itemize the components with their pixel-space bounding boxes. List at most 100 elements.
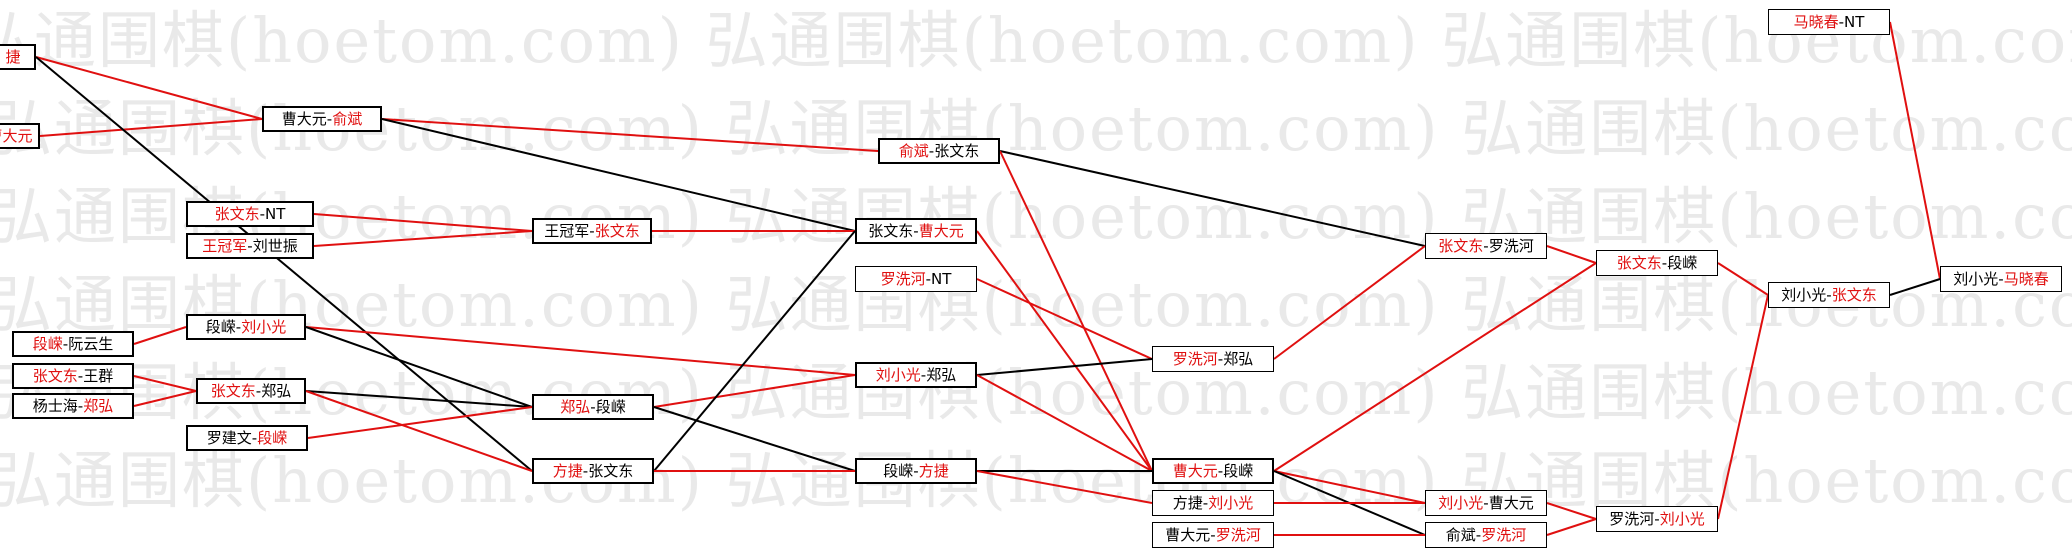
separator: - (1202, 494, 1209, 512)
player-a: 俞斌 (1445, 526, 1476, 544)
player-b: 张文东 (594, 222, 640, 240)
player-b: NT (931, 270, 952, 288)
player-b: 段嵘 (257, 429, 288, 447)
player-a: 刘小光 (1438, 494, 1484, 512)
player-b: 郑弘 (926, 366, 957, 384)
match-node: 罗洗河-刘小光 (1596, 506, 1718, 532)
bracket-link (999, 150, 1426, 247)
player-b: 刘小光 (1659, 510, 1705, 528)
player-a: 曹大元 (281, 110, 327, 128)
player-a: 张文东 (214, 205, 260, 223)
player-a: 张文东 (1438, 237, 1484, 255)
bracket-link (976, 358, 1153, 376)
match-node: 张文东-王群 (12, 363, 134, 389)
separator: - (1210, 526, 1216, 544)
player-b: 阮云生 (68, 335, 114, 353)
player-a: 王冠军 (544, 222, 590, 240)
player-a: 段嵘 (205, 318, 236, 336)
match-node: 段嵘-刘小光 (186, 314, 306, 340)
player-a: 张文东 (32, 367, 78, 385)
match-node: 俞斌-张文东 (878, 138, 1000, 164)
player-a: 张文东 (1616, 254, 1662, 272)
player-a: 罗建文 (206, 429, 252, 447)
player-b: 郑弘 (1223, 350, 1254, 368)
bracket-link (1717, 294, 1769, 520)
bracket-link (305, 326, 856, 376)
player-a: 张文东 (868, 222, 914, 240)
bracket-link (653, 406, 856, 472)
match-node: 王冠军-刘世振 (186, 233, 314, 259)
player-b: 罗洗河 (1481, 526, 1527, 544)
match-node: 张文东-罗洗河 (1425, 233, 1547, 259)
bracket-link (976, 374, 1153, 472)
player-b: NT (265, 205, 286, 223)
bracket-link (1546, 502, 1597, 520)
player-b: 张文东 (934, 142, 980, 160)
match-node: 曹大元-罗洗河 (1152, 522, 1274, 548)
separator: - (1838, 13, 1845, 31)
bracket-link (39, 118, 263, 137)
separator: - (326, 110, 333, 128)
player-a: 刘小光 (875, 366, 921, 384)
separator: - (928, 142, 935, 160)
bracket-link (1889, 21, 1941, 280)
separator: - (255, 382, 262, 400)
player-b: 刘小光 (241, 318, 287, 336)
player-b: 罗洗河 (1215, 526, 1261, 544)
match-node: 刘小光-郑弘 (855, 362, 977, 388)
player-a: 罗洗河 (1609, 510, 1655, 528)
bracket-link (999, 150, 1153, 472)
bracket-link (381, 118, 879, 152)
match-node: 刘小光-曹大元 (1425, 490, 1547, 516)
player-a: 刘小光 (1953, 270, 1999, 288)
player-a: 段嵘 (32, 335, 63, 353)
bracket-link (313, 213, 533, 232)
match-node: 杨士海-郑弘 (12, 393, 134, 419)
bracket-link (381, 118, 856, 232)
player-a: 曹大元 (1172, 462, 1218, 480)
separator: - (77, 397, 84, 415)
bracket-link (133, 390, 197, 407)
player-a: 俞斌 (898, 142, 929, 160)
bracket-link (305, 390, 533, 408)
match-node: 俞斌-罗洗河 (1425, 522, 1547, 548)
separator: - (913, 462, 919, 480)
player-b: 罗洗河 (1488, 237, 1534, 255)
match-node: 马晓春-NT (1768, 9, 1890, 35)
bracket-link (653, 374, 856, 408)
separator: - (259, 205, 266, 223)
match-node: 捷 (0, 44, 36, 70)
player-a: 张文东 (210, 382, 256, 400)
bracket-link (133, 375, 197, 392)
bracket-link (35, 56, 263, 120)
separator: - (77, 367, 84, 385)
player-b: 俞斌 (332, 110, 363, 128)
player-a: 杨士海 (32, 397, 78, 415)
match-node: 刘小光-张文东 (1768, 282, 1890, 308)
player-b: 段嵘 (1667, 254, 1698, 272)
match-node: 罗洗河-NT (855, 266, 977, 292)
match-node: 段嵘-方捷 (855, 458, 977, 484)
player-b: 段嵘 (595, 398, 626, 416)
separator: - (913, 222, 919, 240)
player-a: 段嵘 (883, 462, 914, 480)
separator: - (1475, 526, 1482, 544)
player-a: 方捷 (552, 462, 583, 480)
separator: - (1826, 286, 1832, 304)
bracket-link (305, 326, 533, 408)
bracket-link (307, 406, 533, 439)
player-a: 方捷 (1172, 494, 1203, 512)
separator: - (920, 366, 927, 384)
bracket-link (1273, 262, 1597, 472)
separator: - (582, 462, 589, 480)
player-a: 王冠军 (202, 237, 248, 255)
player-a: 郑弘 (560, 398, 591, 416)
bracket-link (976, 470, 1153, 504)
separator: - (247, 237, 253, 255)
bracket-link (1273, 470, 1426, 504)
bracket-link (1889, 278, 1941, 296)
match-node: 方捷-张文东 (532, 458, 654, 484)
separator: - (1217, 462, 1224, 480)
player-a: 马晓春 (1793, 13, 1839, 31)
match-node: 张文东-曹大元 (855, 218, 977, 244)
